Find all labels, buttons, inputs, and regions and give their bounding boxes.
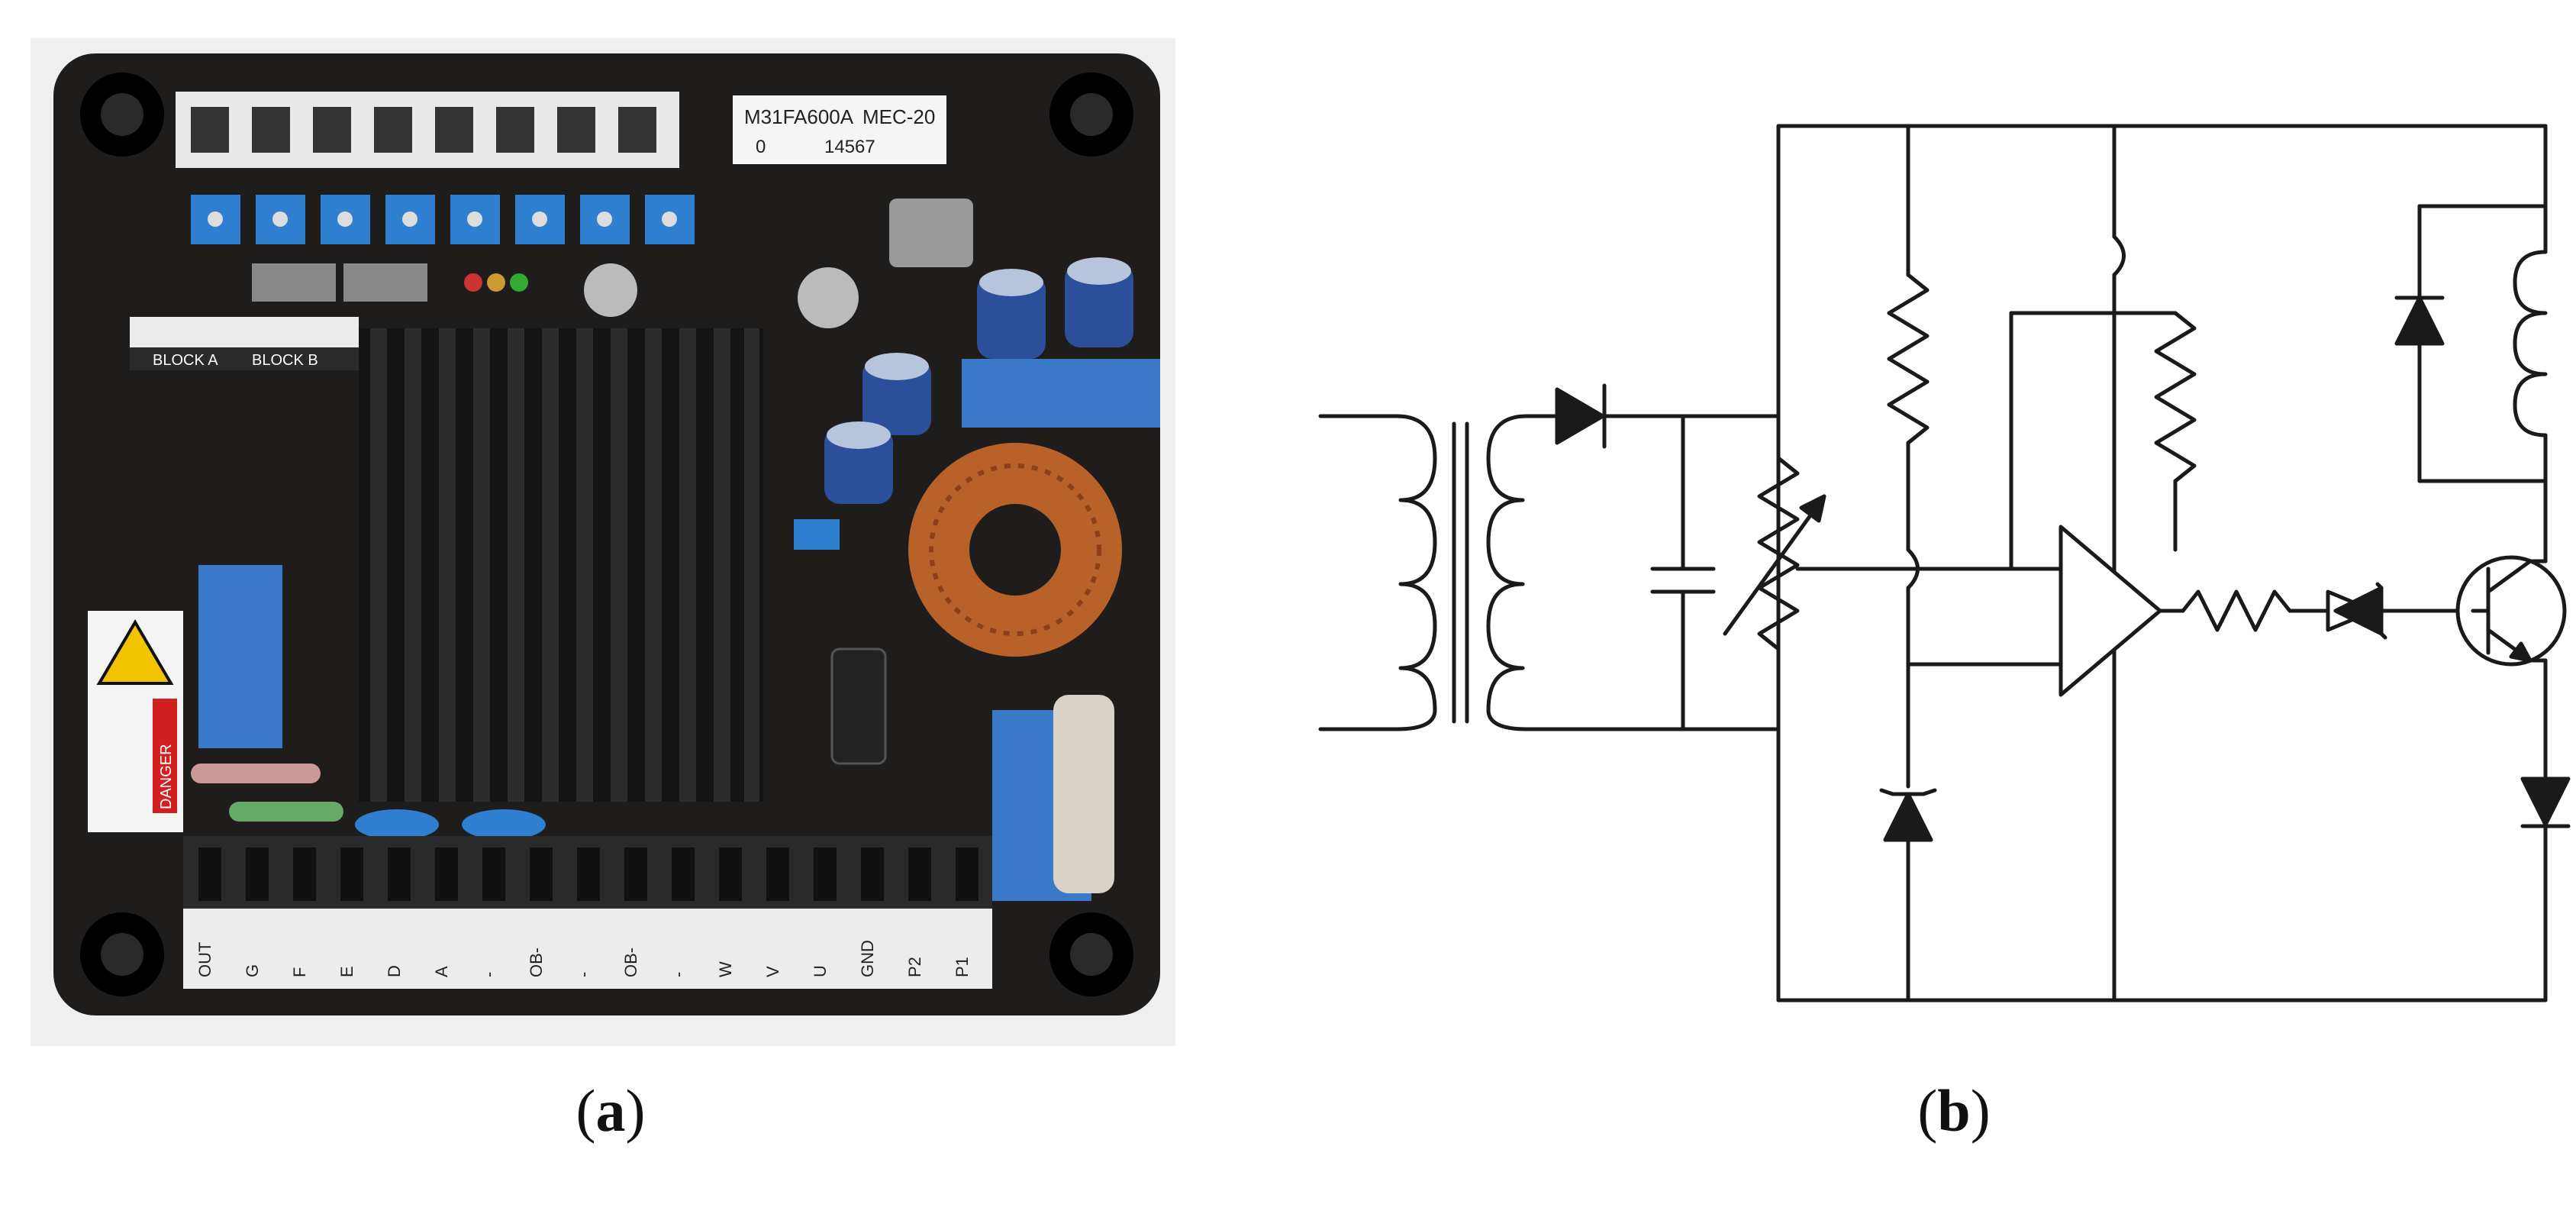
terminal-label: OB- (527, 948, 546, 977)
terminal-label: OUT (195, 942, 214, 977)
diode-icon (1555, 383, 1607, 449)
svg-text:0: 0 (756, 137, 766, 157)
terminal-label: W (716, 961, 735, 977)
terminal-label: E (337, 966, 356, 977)
inductor-coil-icon (2513, 250, 2548, 437)
resistor-icon (2154, 311, 2197, 483)
caption-a: (a) (575, 1077, 646, 1144)
terminal-label: V (763, 966, 782, 977)
terminal-label: F (290, 967, 309, 977)
top-terminal-strip (176, 92, 679, 168)
block-a-label: BLOCK A (153, 352, 218, 369)
caption-b-letter: b (1937, 1077, 1971, 1144)
part-number: M31FA600A (744, 105, 854, 128)
variable-resistor-icon (1757, 456, 1800, 651)
zener-diode-icon (1879, 788, 1937, 842)
terminal-label: - (479, 972, 498, 977)
resistor-icon (1887, 273, 1930, 445)
transformer-icon (1318, 414, 1529, 731)
panel-b-circuit-schematic (1298, 0, 2576, 1069)
resistor-icon (2181, 589, 2292, 632)
electrolytic-capacitor (977, 275, 1046, 359)
panel-a-board-photo: M31FA600A MEC-20 0 14567 BLOCK A BLOCK B (0, 0, 1221, 1069)
model-number: MEC-20 (862, 105, 935, 128)
transistor-icon (2455, 555, 2567, 667)
zener-diode-icon (2326, 582, 2387, 640)
capacitor-icon (1650, 567, 1716, 594)
serial-number: 14567 (824, 137, 875, 157)
avr-circuit-schematic (1318, 124, 2571, 1003)
terminal-label: P2 (905, 957, 924, 977)
terminal-label: OB- (621, 948, 640, 977)
diode-icon (2394, 295, 2445, 346)
block-b-label: BLOCK B (252, 352, 318, 369)
terminal-labels: OUT G F E D A - OB- - OB- - W V U GND P2 P1 (195, 940, 972, 977)
terminal-label: - (669, 972, 688, 977)
film-capacitor (198, 565, 282, 748)
terminal-label: P1 (953, 957, 972, 977)
danger-text: DANGER (158, 744, 175, 809)
terminal-label: D (385, 965, 404, 977)
terminal-label: U (811, 965, 830, 977)
warning-triangle-icon (96, 619, 174, 685)
film-capacitor (962, 359, 1160, 428)
bottom-terminal-strip (183, 909, 992, 989)
op-amp-icon (2059, 525, 2162, 697)
electrolytic-capacitor (1065, 263, 1133, 347)
terminal-label: A (432, 966, 451, 977)
avr-board-illustration: M31FA600A MEC-20 0 14567 BLOCK A BLOCK B (31, 38, 1175, 1046)
part-number-label (733, 95, 946, 164)
caption-a-letter: a (595, 1077, 626, 1144)
terminal-label: G (243, 964, 262, 977)
diode-icon (2520, 777, 2571, 828)
terminal-label: - (574, 972, 593, 977)
caption-b: (b) (1917, 1077, 1991, 1144)
terminal-label: GND (858, 940, 877, 977)
